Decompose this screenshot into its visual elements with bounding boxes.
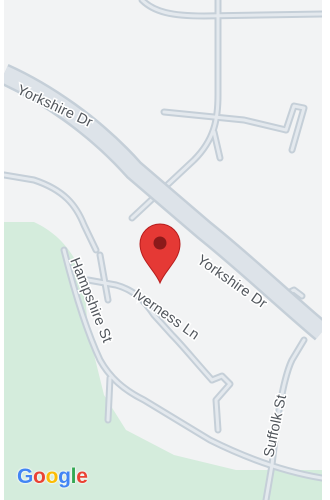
map-canvas[interactable]: Yorkshire Dr Yorkshire Dr Hampshire St I… (4, 0, 322, 500)
google-logo-letter: e (76, 465, 88, 488)
map-pin-center (153, 236, 167, 250)
map-pin-shape (139, 223, 181, 285)
google-logo-letter: o (45, 465, 59, 488)
google-logo: Google (17, 466, 88, 487)
google-logo-letter: g (58, 465, 71, 488)
google-logo-letter: o (33, 465, 46, 488)
google-logo-letter: l (70, 465, 77, 488)
park-area (4, 222, 322, 500)
yorkshire-drive-fill (4, 66, 322, 339)
map-view[interactable]: Yorkshire Dr Yorkshire Dr Hampshire St I… (4, 0, 322, 500)
google-logo-letter: G (17, 465, 34, 488)
map-pin-icon[interactable] (139, 223, 181, 285)
